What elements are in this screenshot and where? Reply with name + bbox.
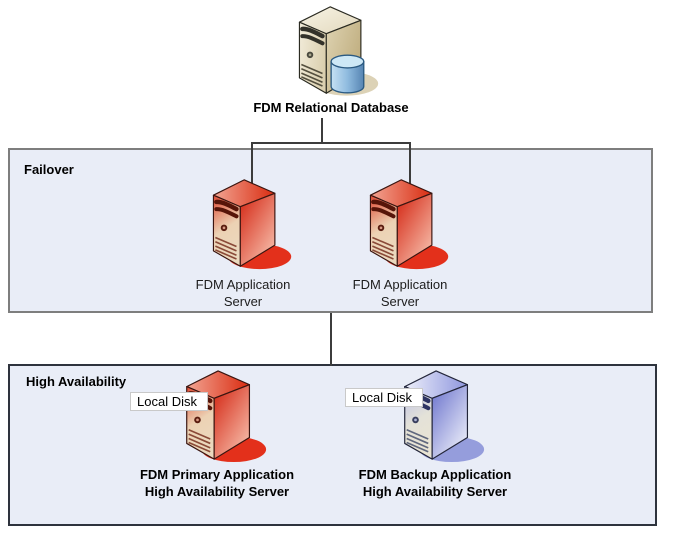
backup-ha-server-label-line2: High Availability Server — [362, 484, 508, 499]
app-server-1-label-line2: Server — [223, 294, 263, 309]
high-availability-section-title: High Availability — [26, 374, 127, 389]
primary-ha-server-label-line2: High Availability Server — [144, 484, 290, 499]
app-server-1-icon — [212, 179, 292, 270]
database-server-icon — [298, 6, 379, 96]
database-label: FDM Relational Database — [253, 100, 409, 115]
failover-section: Failover — [8, 148, 653, 313]
local-disk-label-primary: Local Disk — [130, 392, 208, 411]
app-server-1-label-line1: FDM Application — [195, 277, 291, 292]
primary-ha-server-label: FDM Primary Application High Availabilit… — [112, 466, 322, 500]
connector-horizontal-split — [251, 142, 411, 144]
connector-to-app-server-1 — [251, 142, 253, 196]
local-disk-label-backup: Local Disk — [345, 388, 423, 407]
primary-ha-server-label-line1: FDM Primary Application — [139, 467, 295, 482]
app-server-2-label: FDM Application Server — [320, 276, 480, 310]
connector-failover-to-ha — [330, 313, 332, 366]
app-server-1-label: FDM Application Server — [163, 276, 323, 310]
connector-database-stem — [321, 118, 323, 144]
app-server-2-icon — [369, 179, 449, 270]
backup-ha-server-label-line1: FDM Backup Application — [358, 467, 512, 482]
app-server-2-label-line1: FDM Application — [352, 277, 448, 292]
backup-ha-server-icon — [404, 370, 485, 463]
backup-ha-server-label: FDM Backup Application High Availability… — [330, 466, 540, 500]
primary-ha-server-icon — [186, 370, 267, 463]
high-availability-section: High Availability — [8, 364, 657, 526]
failover-section-title: Failover — [24, 162, 74, 177]
app-server-2-label-line2: Server — [380, 294, 420, 309]
connector-to-app-server-2 — [409, 142, 411, 196]
